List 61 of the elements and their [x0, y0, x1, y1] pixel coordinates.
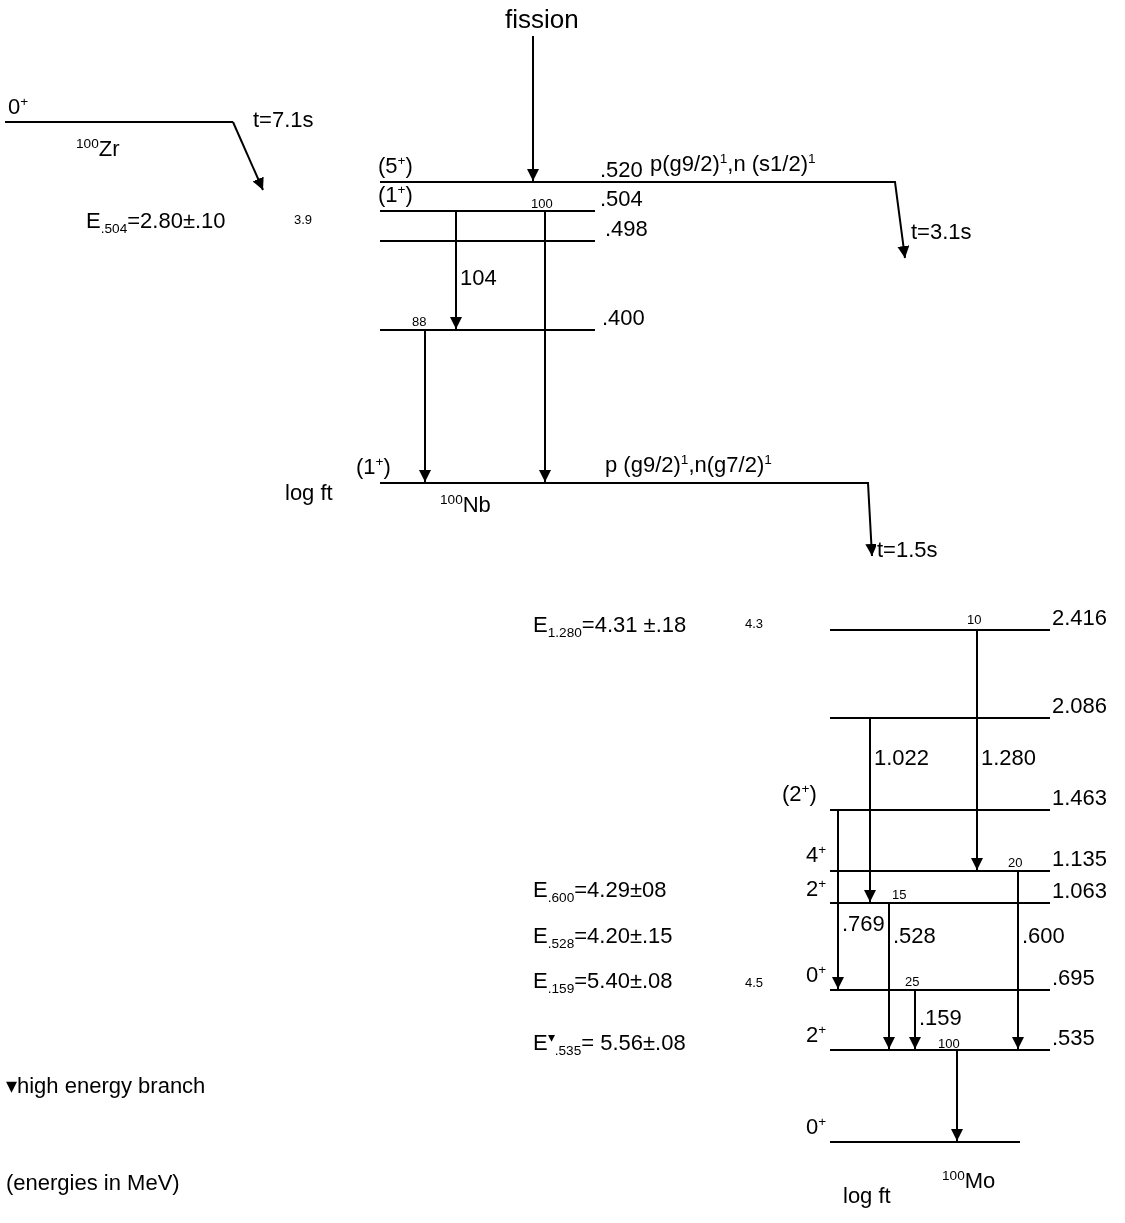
annotation-text: E$_{.159}$=5.40±.08 — [533, 968, 673, 994]
small-number: 100 — [938, 1036, 960, 1051]
spin-parity: (1$^{+}$) — [378, 182, 413, 208]
annotation-text: $^{100}$Mo — [942, 1168, 996, 1194]
level-energy: .520 — [600, 157, 643, 183]
spin-parity: 2$^{+}$ — [806, 1022, 827, 1048]
level-energy: 2.086 — [1052, 693, 1108, 719]
transition-arrow — [971, 630, 983, 871]
small-number: 3.9 — [294, 212, 313, 227]
annotation-text: log ft — [285, 480, 333, 506]
level-energy: .504 — [600, 186, 643, 212]
small-number: 15 — [892, 887, 907, 902]
small-number: 25 — [905, 974, 920, 989]
transition-arrow — [527, 35, 539, 182]
transition-arrow — [419, 330, 431, 483]
level-energy: .535 — [1052, 1025, 1095, 1051]
spin-parity: (2$^{+}$) — [782, 781, 817, 807]
annotation-text: E$_{.600}$=4.29±08 — [533, 877, 667, 903]
level-energy: 1.463 — [1052, 785, 1108, 811]
configuration-text: p (g9/2)$^{1}$,n(g7/2)$^{1}$ — [605, 452, 772, 478]
level-energy: 1.063 — [1052, 878, 1108, 904]
transition-arrow — [883, 903, 895, 1050]
annotation-text: $^{100}$Nb — [440, 492, 491, 518]
annotation-text: E$_{1.280}$=4.31 ±.18 — [533, 612, 687, 638]
level-energy: .400 — [602, 305, 645, 331]
decay-arrow — [594, 482, 878, 557]
spin-parity: (1$^{+}$) — [356, 454, 391, 480]
annotation-text: E$_{.528}$=4.20±.15 — [533, 923, 673, 949]
decay-arrow — [232, 121, 264, 191]
transition-arrow — [951, 1050, 963, 1142]
annotation-text: E$^{▾}$$_{.535}$= 5.56±.08 — [533, 1030, 686, 1056]
spin-parity: 4$^{+}$ — [806, 842, 827, 868]
annotation-text: $^{100}$Zr — [76, 136, 120, 162]
small-number: 20 — [1008, 855, 1023, 870]
spin-parity: 0$^{+}$ — [8, 94, 29, 120]
spin-parity: 0$^{+}$ — [806, 1114, 827, 1140]
transition-arrow — [1012, 871, 1024, 1050]
annotation-text: (energies in MeV) — [6, 1170, 180, 1196]
configuration-text: p(g9/2)$^{1}$,n (s1/2)$^{1}$ — [650, 151, 816, 177]
spin-parity: 0$^{+}$ — [806, 962, 827, 988]
level-energy: 2.416 — [1052, 605, 1108, 631]
small-number: 4.5 — [745, 975, 764, 990]
transition-arrow — [450, 211, 462, 330]
spin-parity: 2$^{+}$ — [806, 876, 827, 902]
annotation-text: log ft — [843, 1183, 891, 1209]
transition-arrow — [864, 718, 876, 903]
annotation-text: ▾high energy branch — [6, 1073, 206, 1099]
spin-parity: (5$^{+}$) — [378, 153, 413, 179]
decay-arrow — [594, 181, 910, 259]
level-energy: .498 — [605, 216, 648, 242]
transition-arrow — [539, 211, 551, 483]
annotation-text: E$_{.504}$=2.80±.10 — [86, 208, 226, 234]
small-number: 10 — [967, 612, 982, 627]
transition-arrow — [832, 810, 844, 990]
small-number: 100 — [531, 196, 553, 211]
level-energy: .695 — [1052, 965, 1095, 991]
small-number: 88 — [412, 314, 427, 329]
fission-label: fission — [505, 4, 579, 34]
level-energy: 1.135 — [1052, 846, 1108, 872]
transition-arrow — [909, 990, 921, 1050]
small-number: 4.3 — [745, 616, 764, 631]
